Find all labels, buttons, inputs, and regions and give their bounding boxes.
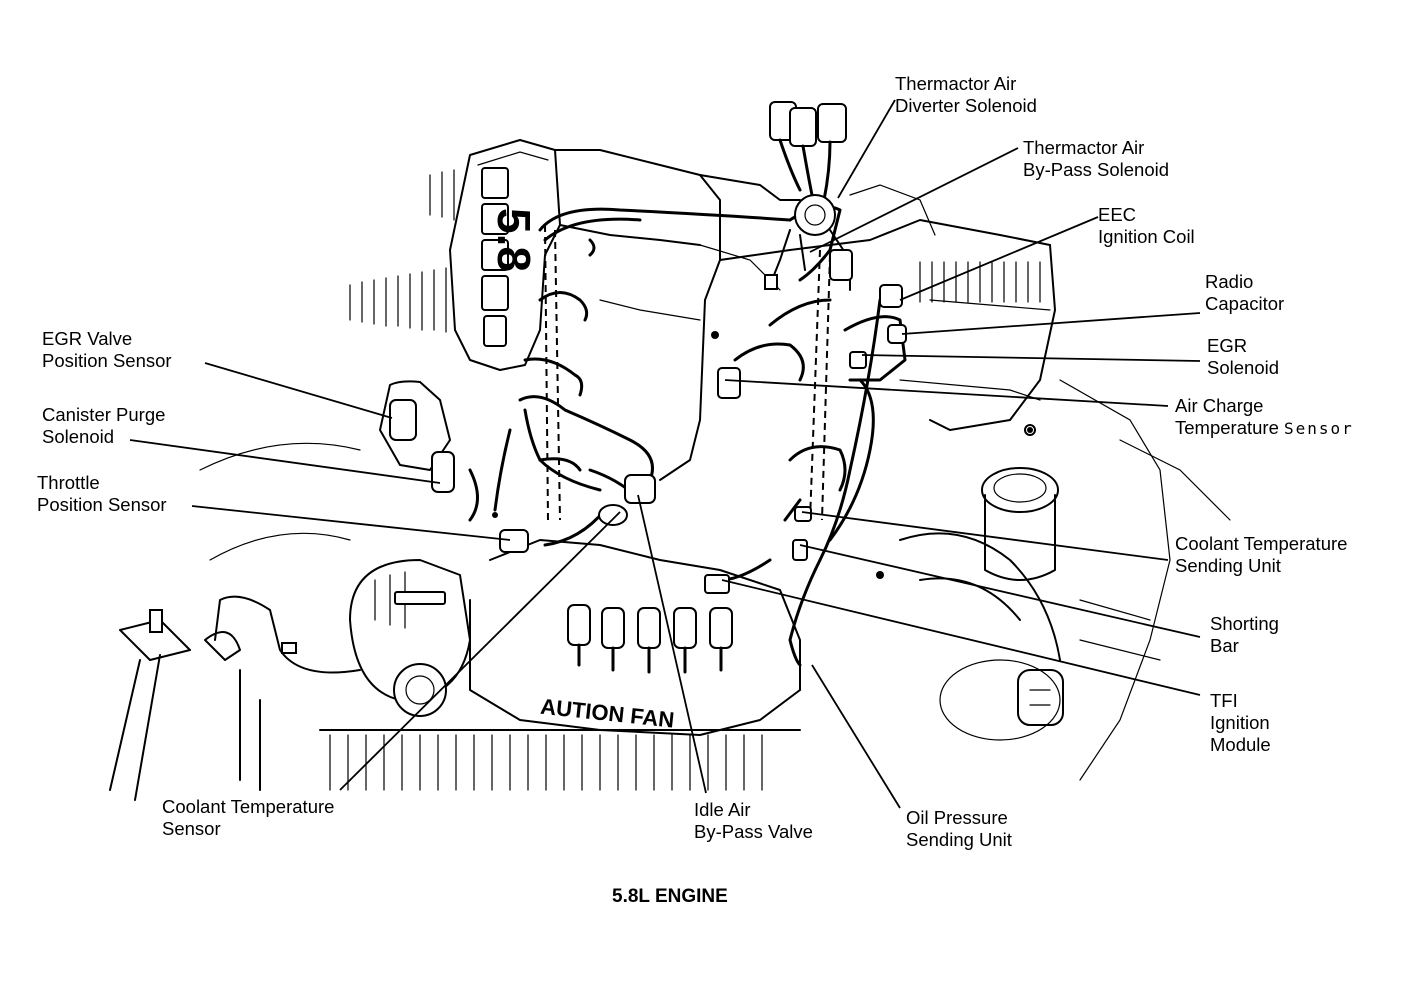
label-line: Shorting (1210, 613, 1279, 634)
label-line: Diverter Solenoid (895, 95, 1037, 116)
battery-cable (109, 595, 361, 801)
leader-idle-air (637, 494, 707, 794)
label-thermactor-air-bypass-solenoid: Thermactor Air By-Pass Solenoid (1023, 137, 1169, 181)
label-line: Thermactor Air (1023, 137, 1145, 158)
leader-oil-pressure (811, 664, 901, 809)
shorting-bar-body (792, 539, 808, 561)
valve-cover-marking: 5.8 (488, 208, 540, 272)
distributor-cap-right (981, 424, 1059, 581)
egr-position-sensor-body (389, 399, 417, 441)
leader-air-charge (724, 379, 1169, 407)
label-line: Position Sensor (37, 494, 167, 515)
label-line: Canister Purge (42, 404, 166, 425)
label-canister-purge-solenoid: Canister Purge Solenoid (42, 404, 165, 448)
tfi-module-body (704, 574, 730, 594)
label-line: Ignition (1210, 712, 1270, 733)
plug-wire-boots (567, 604, 733, 674)
label-line: EGR (1207, 335, 1248, 356)
label-line: Radio (1205, 271, 1254, 292)
leader-throttle-position (191, 505, 511, 541)
label-line: Sending Unit (906, 829, 1012, 850)
label-line: Air Charge (1175, 395, 1264, 416)
label-line: Sending Unit (1175, 555, 1281, 576)
label-line: Throttle (37, 472, 100, 493)
label-line: Bar (1210, 635, 1239, 656)
label-word: Temperature (1175, 417, 1279, 438)
label-line: Position Sensor (42, 350, 172, 371)
label-shorting-bar: Shorting Bar (1210, 613, 1279, 657)
label-line: Thermactor Air (895, 73, 1017, 94)
leader-coolant-sending (801, 511, 1169, 561)
label-oil-pressure-sending-unit: Oil Pressure Sending Unit (906, 807, 1012, 851)
label-line: Capacitor (1205, 293, 1285, 314)
throttle-position-sensor-body (499, 529, 529, 553)
right-cooling-fins (919, 261, 1041, 303)
leader-egr-valve (204, 362, 393, 419)
label-egr-solenoid: EGR Solenoid (1207, 335, 1279, 379)
canister-purge-solenoid-body (431, 451, 455, 493)
leader-shorting-bar (799, 544, 1201, 638)
air-charge-sensor-body (717, 367, 741, 399)
label-line: EGR Valve (42, 328, 133, 349)
alternator (349, 559, 471, 717)
label-thermactor-air-diverter-solenoid: Thermactor Air Diverter Solenoid (895, 73, 1037, 117)
label-line: Sensor (162, 818, 221, 839)
leader-thermactor-diverter (837, 99, 896, 199)
leader-eec-coil (899, 216, 1099, 301)
label-line: Temperature Sensor (1175, 417, 1354, 440)
label-line: Solenoid (42, 426, 115, 447)
label-line: Oil Pressure (906, 807, 1008, 828)
label-word: Sensor (1284, 419, 1354, 438)
leader-thermactor-bypass (809, 147, 1019, 253)
label-air-charge-temperature-sensor: Air Charge Temperature Sensor (1175, 395, 1354, 440)
left-valve-cover (449, 139, 561, 371)
leader-tfi-module (721, 579, 1201, 696)
figure-caption: 5.8L ENGINE (612, 886, 728, 907)
label-line: EEC (1098, 204, 1137, 225)
label-eec-ignition-coil: EEC Ignition Coil (1098, 204, 1195, 248)
leader-canister-purge (129, 439, 441, 484)
leader-coolant-sensor (339, 511, 621, 791)
coolant-sending-unit-body (794, 506, 812, 522)
label-line: By-Pass Valve (694, 821, 813, 842)
leader-radio-capacitor (901, 312, 1201, 335)
idle-air-bypass-body (624, 474, 656, 504)
label-idle-air-bypass-valve: Idle Air By-Pass Valve (694, 799, 813, 843)
label-tfi-ignition-module: TFI Ignition Module (1210, 690, 1271, 756)
coolant-temp-sensor-body (598, 504, 628, 526)
label-line: TFI (1210, 690, 1238, 711)
label-line: Coolant Temperature (162, 796, 335, 817)
label-line: By-Pass Solenoid (1023, 159, 1170, 180)
label-line: Ignition Coil (1098, 226, 1195, 247)
fan-shroud-text: AUTION FAN (539, 694, 675, 733)
left-cooling-fins (349, 169, 455, 333)
leader-lines (129, 99, 1201, 809)
label-throttle-position-sensor: Throttle Position Sensor (37, 472, 167, 516)
valve-cover-embossing (481, 167, 509, 347)
label-line: Idle Air (694, 799, 751, 820)
leader-egr-solenoid (861, 354, 1201, 362)
thermactor-solenoids (764, 101, 853, 291)
label-coolant-temperature-sending-unit: Coolant Temperature Sending Unit (1175, 533, 1347, 577)
label-egr-valve-position-sensor: EGR Valve Position Sensor (42, 328, 172, 372)
label-line: Solenoid (1207, 357, 1280, 378)
egr-solenoid-body (849, 351, 867, 369)
label-line: Coolant Temperature (1175, 533, 1348, 554)
label-radio-capacitor: Radio Capacitor (1205, 271, 1284, 315)
label-coolant-temperature-sensor: Coolant Temperature Sensor (162, 796, 334, 840)
label-line: Module (1210, 734, 1271, 755)
ignition-coil-body (879, 284, 903, 308)
